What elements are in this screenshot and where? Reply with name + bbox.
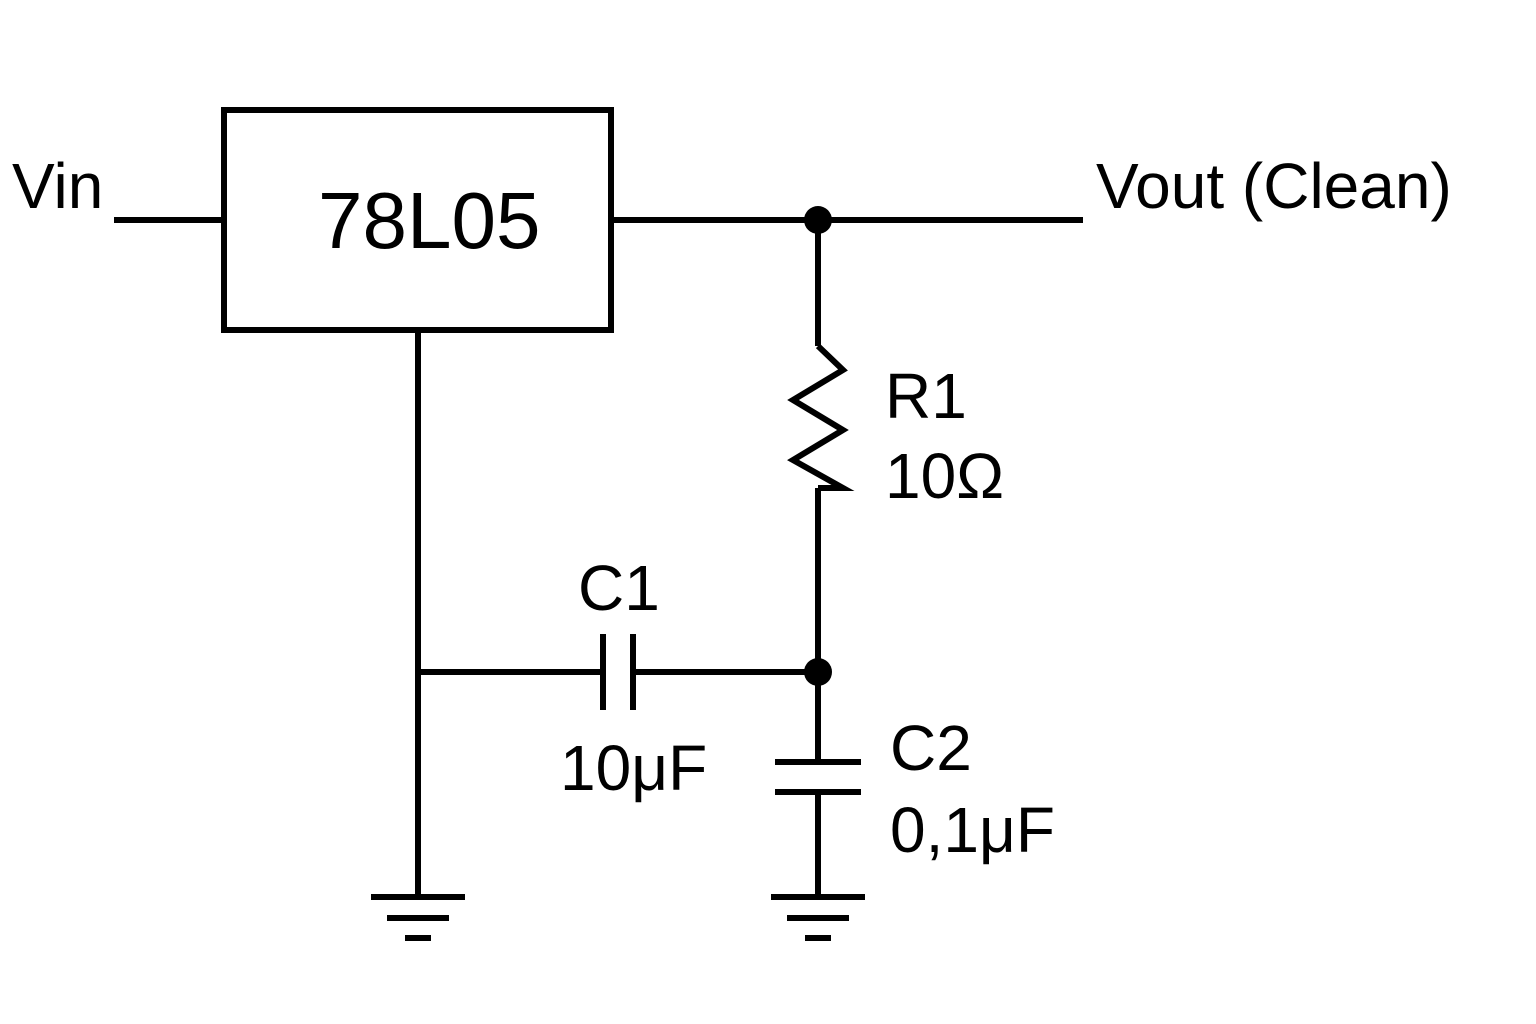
c1-value-label: 10μF — [560, 732, 707, 804]
r1-name-label: R1 — [885, 360, 967, 432]
c1-name-label: C1 — [578, 552, 660, 624]
ground-left-icon — [371, 894, 465, 941]
vin-label: Vin — [12, 150, 103, 222]
vout-label: Vout (Clean) — [1096, 150, 1452, 222]
c2-name-label: C2 — [890, 712, 972, 784]
c2-value-label: 0,1μF — [890, 794, 1055, 866]
resistor-r1-symbol — [787, 343, 855, 491]
r1-value-label: 10Ω — [885, 440, 1004, 512]
regulator-label: 78L05 — [318, 176, 540, 265]
ground-right-icon — [771, 894, 865, 941]
